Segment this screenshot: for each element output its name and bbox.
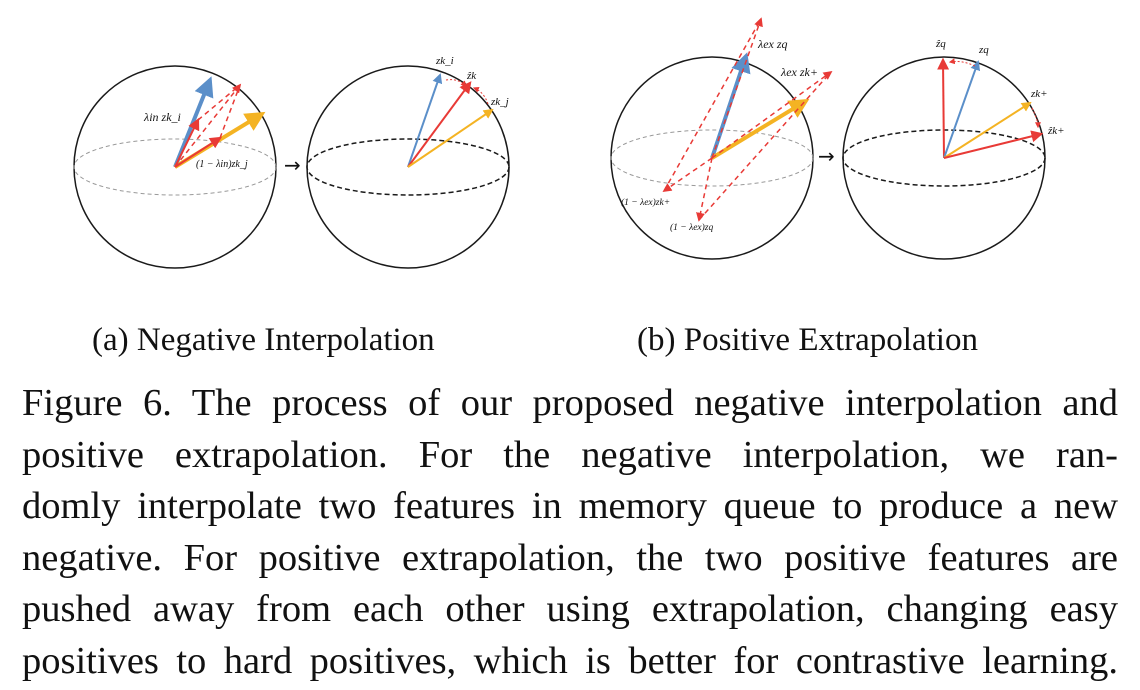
sphere-a2: zk_i ẑk zk_j bbox=[306, 55, 510, 269]
label-zk-j: zk_j bbox=[490, 96, 509, 108]
label-lambda-ex-zq: λex zq bbox=[757, 37, 788, 51]
label-one-minus-lambda-ex-zk-plus: (1 − λex)zk+ bbox=[621, 197, 670, 208]
label-one-minus-lambda-in-zk-j: (1 − λin)zk_j bbox=[196, 159, 248, 170]
transition-arrow-a: → bbox=[284, 153, 301, 177]
label-zq: zq bbox=[978, 44, 989, 56]
label-zk-plus-hat: ẑk+ bbox=[1047, 125, 1065, 137]
figure-diagram: λin zk_i (1 − λin)zk_j → zk_i ẑk zk_j bbox=[0, 0, 1140, 300]
sphere-a1: λin zk_i (1 − λin)zk_j bbox=[73, 65, 277, 269]
label-zk-plus: zk+ bbox=[1030, 88, 1048, 100]
label-zk-hat: ẑk bbox=[466, 70, 477, 82]
label-one-minus-lambda-ex-zq: (1 − λex)zq bbox=[670, 222, 713, 233]
caption-line: negative. For positive extrapolation, th… bbox=[22, 536, 1118, 579]
label-zq-hat: ẑq bbox=[935, 38, 946, 50]
figure-caption: Figure 6. The process of our proposed ne… bbox=[22, 378, 1118, 687]
caption-line: positives to hard positives, which is be… bbox=[22, 639, 1118, 682]
label-lambda-in-zk-i: λin zk_i bbox=[143, 110, 181, 124]
subcaption-a: (a) Negative Interpolation bbox=[92, 322, 435, 358]
figure-svg: λin zk_i (1 − λin)zk_j → zk_i ẑk zk_j bbox=[73, 17, 1065, 269]
subcaption-b: (b) Positive Extrapolation bbox=[637, 322, 978, 358]
label-zk-i: zk_i bbox=[435, 55, 454, 67]
caption-line: domly interpolate two features in memory… bbox=[22, 485, 1118, 527]
panel-a: λin zk_i (1 − λin)zk_j → zk_i ẑk zk_j bbox=[73, 55, 510, 269]
caption-line: Figure 6. The process of our proposed ne… bbox=[22, 382, 1118, 424]
sphere-b1: λex zq λex zk+ (1 − λex)zk+ (1 − λex)zq bbox=[610, 17, 833, 260]
caption-line: positive extrapolation. For the negative… bbox=[22, 433, 1118, 476]
panel-b: λex zq λex zk+ (1 − λex)zk+ (1 − λex)zq … bbox=[610, 17, 1065, 260]
caption-line: pushed away from each other using extrap… bbox=[22, 588, 1118, 630]
transition-arrow-b: → bbox=[818, 144, 835, 168]
label-lambda-ex-zk-plus: λex zk+ bbox=[780, 65, 818, 79]
sphere-b2: ẑq zq zk+ ẑk+ bbox=[842, 38, 1065, 260]
